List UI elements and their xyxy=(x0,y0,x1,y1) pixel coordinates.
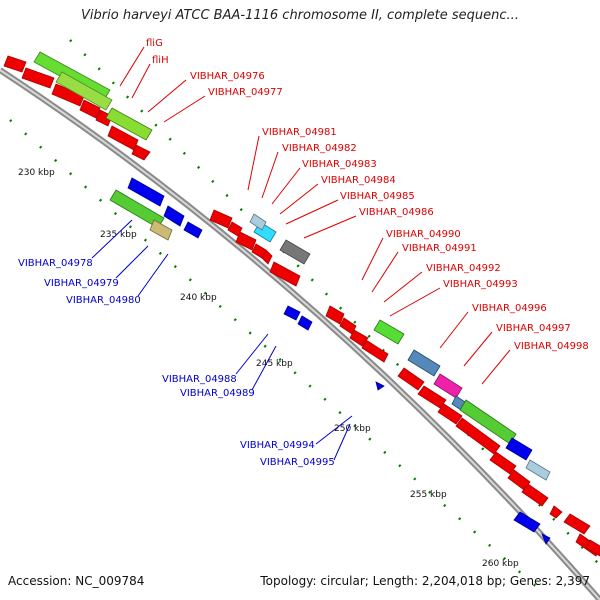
gene-forward[interactable] xyxy=(349,329,369,347)
gene-label[interactable]: VIBHAR_04990 xyxy=(386,229,461,240)
tick-guide-inner xyxy=(9,119,541,591)
gene-forward[interactable] xyxy=(563,513,591,535)
gene-forward[interactable] xyxy=(455,417,501,455)
feature-boxes xyxy=(33,51,551,481)
gene-label[interactable]: VIBHAR_04994 xyxy=(240,440,315,451)
feature-lightgreen[interactable] xyxy=(55,71,113,111)
gene-label[interactable]: VIBHAR_04997 xyxy=(496,323,571,334)
gene-label[interactable]: VIBHAR_04982 xyxy=(282,143,357,154)
accession-text: Accession: NC_009784 xyxy=(8,574,145,588)
gene-forward[interactable] xyxy=(521,483,549,507)
gene-reverse[interactable] xyxy=(541,533,551,545)
gene-label[interactable]: VIBHAR_04992 xyxy=(426,263,501,274)
gene-label[interactable]: VIBHAR_04980 xyxy=(66,295,141,306)
gene-reverse[interactable] xyxy=(283,305,301,321)
gene-label[interactable]: VIBHAR_04983 xyxy=(302,159,377,170)
tick-label: 255 kbp xyxy=(410,490,447,500)
gene-label[interactable]: VIBHAR_04979 xyxy=(44,278,119,289)
gene-reverse[interactable] xyxy=(513,511,541,533)
gene-forward[interactable] xyxy=(209,209,233,229)
feature-green[interactable] xyxy=(373,319,405,345)
feature-gray[interactable] xyxy=(279,239,311,265)
feature-green[interactable] xyxy=(105,107,153,141)
map-title: Vibrio harveyi ATCC BAA-1116 chromosome … xyxy=(81,8,519,23)
scale-ticks: 230 kbp 235 kbp 240 kbp 245 kbp 250 kbp … xyxy=(18,168,519,569)
gene-label[interactable]: VIBHAR_04986 xyxy=(359,207,434,218)
gene-forward[interactable] xyxy=(417,385,447,409)
gene-label[interactable]: VIBHAR_04993 xyxy=(443,279,518,290)
gene-reverse[interactable] xyxy=(183,221,203,239)
feature-lightblue[interactable] xyxy=(525,459,551,481)
tick-label: 230 kbp xyxy=(18,168,55,178)
feature-khaki[interactable] xyxy=(149,219,173,241)
gene-forward[interactable] xyxy=(437,403,463,425)
gene-label[interactable]: VIBHAR_04991 xyxy=(402,243,477,254)
gene-forward[interactable] xyxy=(3,55,27,73)
gene-reverse[interactable] xyxy=(297,315,313,331)
gene-label-flih[interactable]: fliH xyxy=(152,55,169,66)
topology-summary: Topology: circular; Length: 2,204,018 bp… xyxy=(260,574,590,588)
forward-genes xyxy=(3,55,600,557)
reverse-genes xyxy=(109,177,551,545)
gene-forward[interactable] xyxy=(397,367,425,391)
tick-label: 235 kbp xyxy=(100,230,137,240)
gene-forward[interactable] xyxy=(489,451,517,475)
gene-reverse[interactable] xyxy=(127,177,165,207)
gene-reverse[interactable] xyxy=(163,205,185,227)
tick-label: 260 kbp xyxy=(482,559,519,569)
gene-forward[interactable] xyxy=(79,99,101,119)
gene-label[interactable]: VIBHAR_04976 xyxy=(190,71,265,82)
gene-label[interactable]: VIBHAR_04985 xyxy=(340,191,415,202)
tick-label: 250 kbp xyxy=(334,424,371,434)
gene-forward[interactable] xyxy=(21,67,55,89)
tick-label: 245 kbp xyxy=(256,359,293,369)
gene-forward[interactable] xyxy=(361,339,389,363)
gene-label[interactable]: VIBHAR_04996 xyxy=(472,303,547,314)
forward-labels: fliG fliH VIBHAR_04976 VIBHAR_04977 VIBH… xyxy=(119,38,589,385)
gene-forward[interactable] xyxy=(269,261,301,287)
gene-label[interactable]: VIBHAR_04989 xyxy=(180,388,255,399)
gene-forward[interactable] xyxy=(549,505,563,519)
gene-label[interactable]: VIBHAR_04984 xyxy=(321,175,396,186)
tick-label: 240 kbp xyxy=(180,293,217,303)
gene-forward[interactable] xyxy=(585,539,600,557)
reverse-labels: VIBHAR_04978 VIBHAR_04979 VIBHAR_04980 V… xyxy=(18,219,353,468)
feature-magenta[interactable] xyxy=(433,373,463,399)
gene-label[interactable]: VIBHAR_04995 xyxy=(260,457,335,468)
gene-reverse[interactable] xyxy=(505,437,533,461)
gene-reverse[interactable] xyxy=(375,381,385,391)
gene-forward[interactable] xyxy=(131,144,151,161)
gene-forward[interactable] xyxy=(235,231,257,251)
gene-label[interactable]: VIBHAR_04981 xyxy=(262,127,337,138)
gene-label[interactable]: VIBHAR_04977 xyxy=(208,87,283,98)
gene-label[interactable]: VIBHAR_04998 xyxy=(514,341,589,352)
gene-label[interactable]: VIBHAR_04978 xyxy=(18,258,93,269)
gene-label-fligG[interactable]: fliG xyxy=(146,38,163,49)
gene-forward[interactable] xyxy=(325,305,345,325)
gene-label[interactable]: VIBHAR_04988 xyxy=(162,374,237,385)
gene-forward[interactable] xyxy=(261,249,273,265)
feature-lightblue[interactable] xyxy=(249,213,267,231)
feature-steelblue[interactable] xyxy=(407,349,441,377)
